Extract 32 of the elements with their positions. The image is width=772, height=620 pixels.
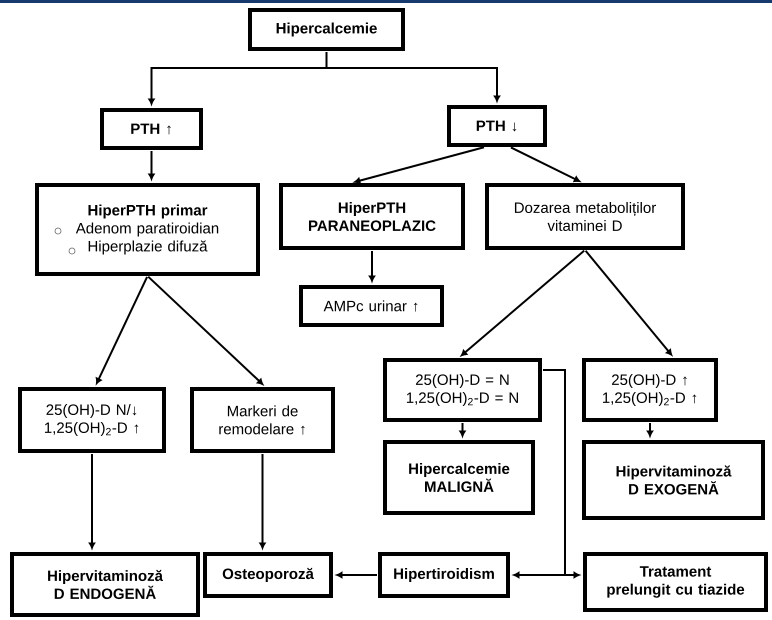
- process-box: Osteoporoză: [203, 552, 333, 598]
- process-box: Hipercalcemie: [248, 8, 405, 51]
- arrow: [584, 250, 672, 356]
- process-box: 25(OH)-D = N 1,25(OH)$_{2}$-D = N: [383, 358, 542, 422]
- arrow: [336, 572, 377, 578]
- arrow: [259, 454, 266, 549]
- process-box: 25(OH)-D N/↓ 1,25(OH)$_{2}$-D ↑: [18, 387, 166, 453]
- arrow: [326, 52, 500, 102]
- arrow: [510, 146, 580, 182]
- process-box: 25(OH)-D ↑ 1,25(OH)$_{2}$-D ↑: [582, 358, 718, 422]
- arrow: [88, 454, 96, 549]
- arrow: [368, 251, 376, 282]
- process-box: Tratament prelungit cu tiazide: [583, 552, 768, 612]
- arrow: [543, 369, 580, 578]
- process-box: PTH ↑: [100, 108, 203, 150]
- process-box: Hipervitaminoză D EXOGENĂ: [582, 440, 765, 520]
- arrow: [96, 276, 148, 384]
- process-box: Dozarea metaboliților vitaminei D: [485, 183, 685, 250]
- arrow: [646, 423, 654, 437]
- process-box: Hipertiroidism: [378, 552, 510, 598]
- process-box: HiperPTH PARANEOPLAZIC: [279, 183, 465, 250]
- arrow: [460, 250, 585, 356]
- process-box: Hipervitaminoză D ENDOGENĂ: [10, 552, 200, 617]
- process-box: AMPc urinar ↑: [299, 285, 444, 327]
- process-box: Hipercalcemie MALIGNĂ: [383, 440, 535, 515]
- arrow: [354, 146, 484, 184]
- process-box: PTH ↓: [447, 105, 547, 147]
- arrow: [148, 151, 155, 180]
- process-box: HiperPTH primar Adenom paratiroidian Hiperplazie difuză: [35, 183, 260, 276]
- arrow: [459, 423, 466, 437]
- arrow: [148, 276, 264, 386]
- process-box: Markeri de remodelare ↑: [190, 387, 335, 453]
